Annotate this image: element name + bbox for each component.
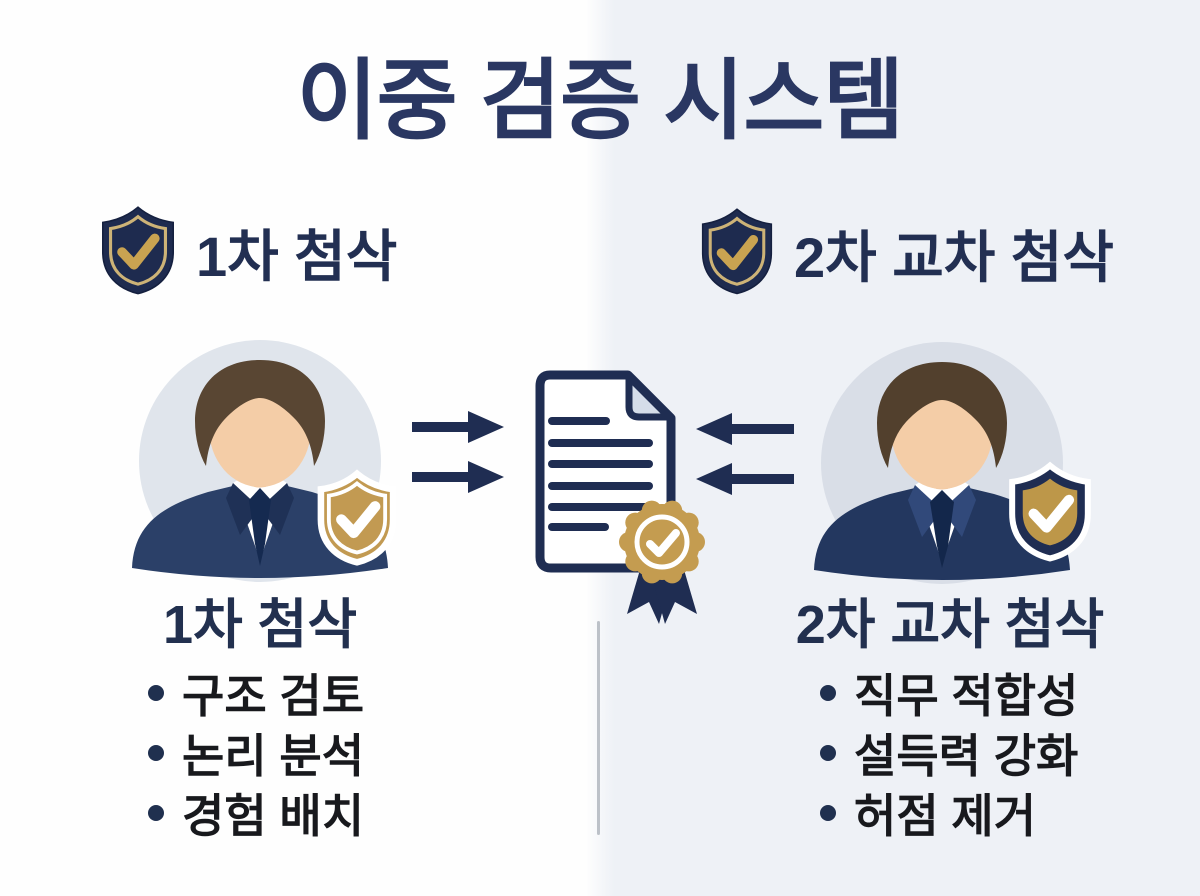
list-item: 경험 배치 — [148, 783, 364, 843]
list-item: 직무 적합성 — [820, 663, 1078, 723]
list-item: 구조 검토 — [148, 663, 364, 723]
shield-check-icon — [698, 206, 776, 301]
vertical-divider — [597, 621, 600, 835]
list-item-label: 직무 적합성 — [854, 670, 1079, 722]
bullet-dot — [148, 805, 164, 821]
certified-seal-icon — [619, 500, 705, 584]
document-with-certified-seal — [400, 360, 810, 626]
list-item-label: 설득력 강화 — [854, 730, 1079, 782]
arrow-right-icon — [412, 411, 504, 493]
right-header-label: 2차 교차 첨삭 — [794, 226, 1114, 289]
bullet-dot — [148, 745, 164, 761]
navy-gold-shield-check-badge — [1009, 461, 1091, 562]
list-item: 논리 분석 — [148, 723, 364, 783]
bullet-dot — [820, 745, 836, 761]
left-section-header: 1차 첨삭 — [98, 204, 397, 301]
arrow-left-icon — [696, 413, 794, 495]
shield-check-icon — [98, 204, 178, 301]
right-section-heading: 2차 교차 첨삭 — [795, 595, 1105, 655]
reviewer-avatar-secondary — [792, 330, 1092, 596]
gold-shield-check-badge — [317, 469, 397, 566]
reviewer-avatar-primary — [110, 328, 410, 594]
right-section-header: 2차 교차 첨삭 — [698, 206, 1114, 301]
left-section-heading: 1차 첨삭 — [162, 595, 358, 655]
bullet-dot — [820, 805, 836, 821]
page-title: 이중 검증 시스템 — [296, 51, 905, 150]
list-item: 허점 제거 — [820, 783, 1078, 843]
bullet-dot — [148, 685, 164, 701]
list-item-label: 구조 검토 — [182, 670, 365, 722]
list-item-label: 논리 분석 — [182, 730, 365, 782]
list-item-label: 경험 배치 — [182, 790, 365, 842]
list-item-label: 허점 제거 — [854, 790, 1037, 842]
right-bullet-list: 직무 적합성 설득력 강화 허점 제거 — [820, 663, 1078, 843]
left-bullet-list: 구조 검토 논리 분석 경험 배치 — [148, 663, 364, 843]
document-text-lines — [548, 417, 653, 531]
list-item: 설득력 강화 — [820, 723, 1078, 783]
left-header-label: 1차 첨삭 — [196, 225, 398, 288]
bullet-dot — [820, 685, 836, 701]
